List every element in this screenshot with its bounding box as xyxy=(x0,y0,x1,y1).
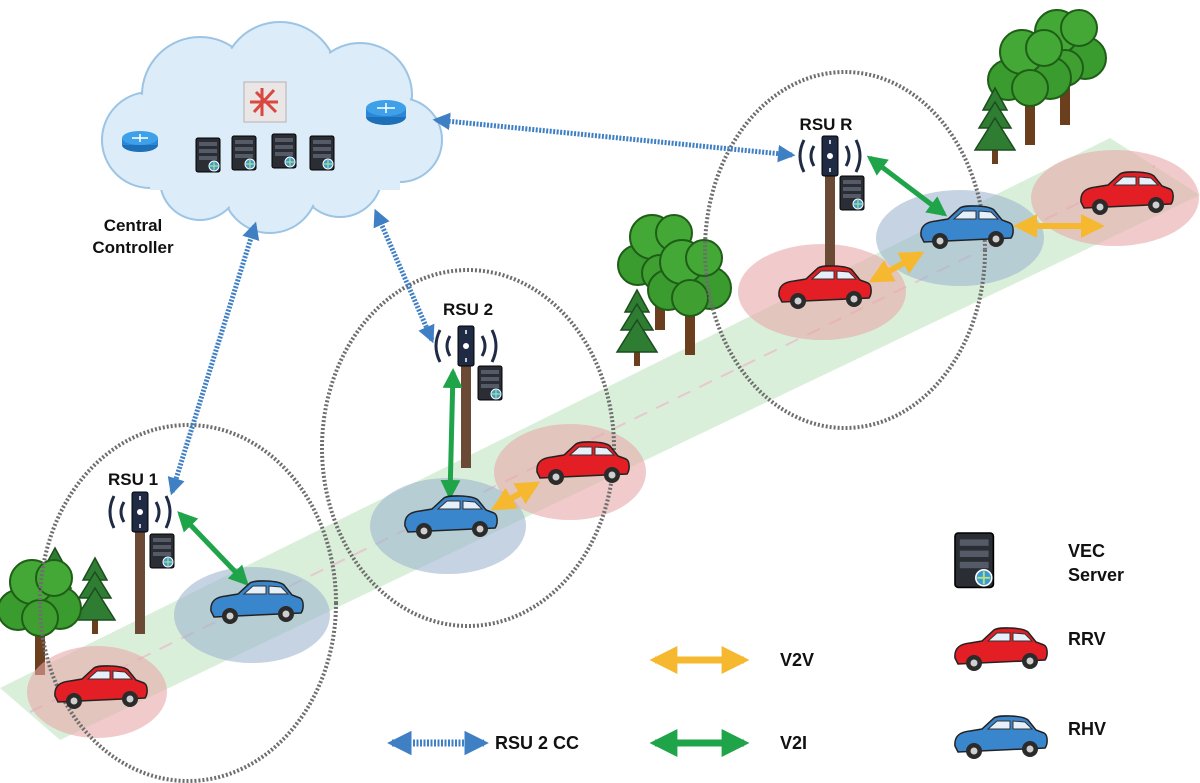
legend-rhv-label: RHV xyxy=(1068,719,1106,739)
firewall-switch-icon xyxy=(243,81,287,123)
server-rack-icon xyxy=(231,135,257,171)
router-icon xyxy=(366,100,406,125)
v2i-link-rsu1 xyxy=(177,511,249,586)
rsu-r-coverage-ring xyxy=(703,70,987,430)
v2v-link xyxy=(490,481,541,511)
vec-server-icon xyxy=(839,175,865,211)
legend-v2v-label: V2V xyxy=(780,650,814,670)
rsu-2-coverage-ring xyxy=(320,268,616,628)
rsu-2-label: RSU 2 xyxy=(443,300,493,319)
vec-server-icon xyxy=(477,365,503,401)
router-icon xyxy=(122,131,158,152)
legend-vec-server-label-line1: VEC xyxy=(1068,541,1105,561)
central-controller-label-line1: Central xyxy=(104,216,163,235)
legend: VEC Server RRV RHV V2V V2I RSU 2 CC xyxy=(387,532,1124,759)
rsu-r-label: RSU R xyxy=(800,115,853,134)
vec-server-icon xyxy=(149,533,175,569)
rsu2-to-cc-link xyxy=(373,208,435,344)
v2i-link-rsur xyxy=(866,155,948,217)
legend-vec-server-icon xyxy=(954,532,995,589)
central-controller-cloud xyxy=(101,21,443,234)
v2i-link-rsu2 xyxy=(440,368,463,500)
server-rack-icon xyxy=(195,137,221,173)
pine-icon xyxy=(74,557,116,635)
rsur-to-cc-link xyxy=(432,112,796,163)
rsu1-to-cc-link xyxy=(167,221,260,496)
legend-vec-server-label-line2: Server xyxy=(1068,565,1124,585)
rsu-1-label: RSU 1 xyxy=(108,470,158,489)
legend-rsu2cc-label: RSU 2 CC xyxy=(495,733,579,753)
legend-rrv-car-icon xyxy=(955,628,1047,671)
v2v-link xyxy=(868,251,925,283)
legend-rhv-car-icon xyxy=(955,716,1047,759)
server-rack-icon xyxy=(271,133,297,169)
legend-v2i-label: V2I xyxy=(780,733,807,753)
server-rack-icon xyxy=(309,135,335,171)
legend-rrv-label: RRV xyxy=(1068,629,1106,649)
central-controller-label-line2: Controller xyxy=(92,238,174,257)
